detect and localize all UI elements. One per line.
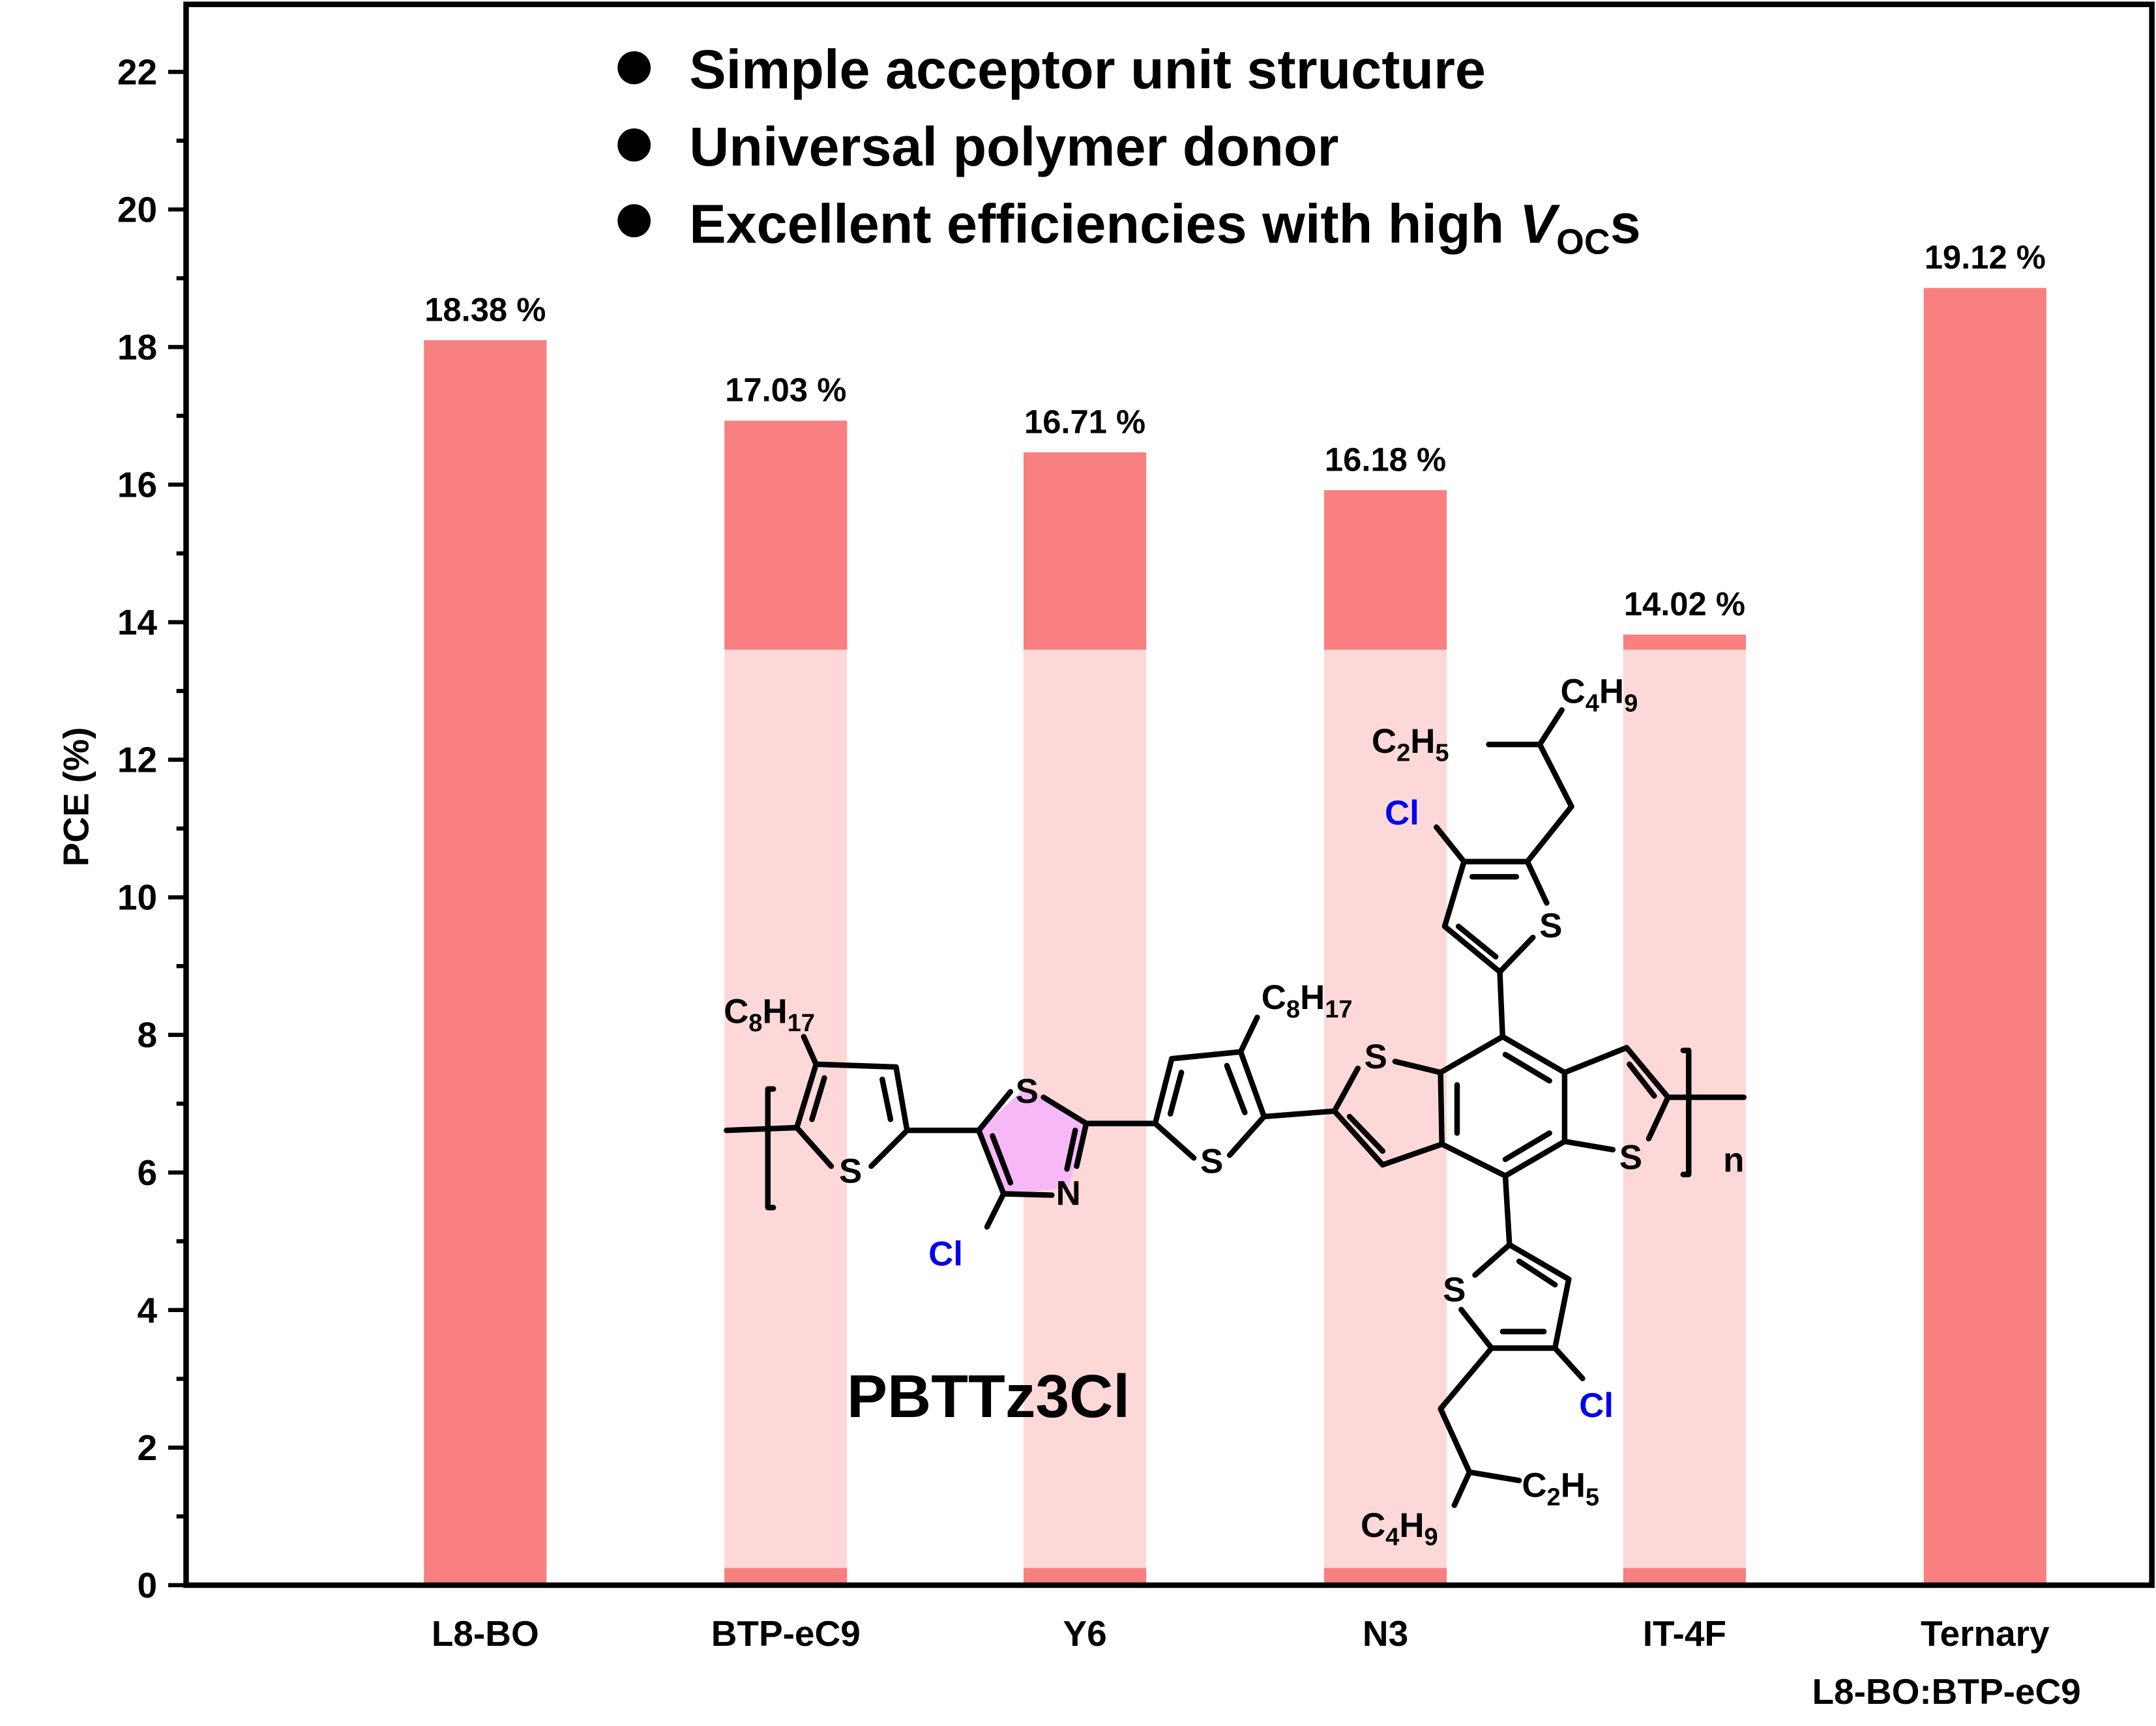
bar-light-segment xyxy=(724,649,848,1585)
molecule-name: PBTTz3Cl xyxy=(847,1362,1130,1430)
data-label: 17.03 % xyxy=(725,372,846,409)
bar-N3 xyxy=(1323,490,1447,650)
atom-s: S xyxy=(1200,1143,1223,1181)
atom-s: S xyxy=(839,1152,862,1191)
y-tick-label: 18 xyxy=(117,327,157,367)
bar-light-segment xyxy=(1323,649,1447,1585)
y-tick-label: 0 xyxy=(137,1565,157,1605)
y-tick-label: 16 xyxy=(117,465,157,505)
x-tick-label: N3 xyxy=(1363,1613,1408,1654)
substituent-c4h9: C4H9 xyxy=(1561,673,1638,718)
bar-light-segment xyxy=(1623,649,1746,1585)
bullet-text: Simple acceptor unit structure xyxy=(689,38,1486,100)
bar-base-segment xyxy=(1623,1568,1746,1585)
atom-cl: Cl xyxy=(1385,794,1419,832)
atom-s: S xyxy=(1365,1038,1387,1076)
x-axis: L8-BO BTP-eC9 Y6 N3 IT-4F TernaryL8-BO:BTP-eC… xyxy=(432,1613,2081,1712)
x-tick-label: Y6 xyxy=(1063,1613,1106,1654)
y-tick-label: 22 xyxy=(117,51,157,92)
plot-frame xyxy=(183,1,2155,1588)
bullet-icon xyxy=(617,204,651,238)
x-tick-label: Ternary xyxy=(1921,1613,2050,1654)
bar-IT-4F xyxy=(1623,634,1746,650)
data-label: 19.12 % xyxy=(1925,239,2046,276)
atom-cl: Cl xyxy=(1579,1386,1614,1425)
y-axis-label: PCE (%) xyxy=(55,727,96,867)
substituent-c8h17: C8H17 xyxy=(724,992,815,1037)
y-tick-label: 6 xyxy=(137,1152,157,1193)
bullet-icon xyxy=(617,51,651,85)
y-tick-label: 14 xyxy=(117,602,158,643)
bar-Y6 xyxy=(1023,452,1147,650)
bar-base-segment xyxy=(724,1568,848,1585)
bar-base-segment xyxy=(1023,1568,1147,1585)
x-tick-label: BTP-eC9 xyxy=(711,1613,861,1654)
repeat-unit-n: n xyxy=(1723,1141,1744,1180)
y-tick-label: 4 xyxy=(137,1290,157,1330)
substituent-c4h9: C4H9 xyxy=(1361,1506,1438,1551)
atom-n: N xyxy=(1056,1174,1081,1212)
y-tick-label: 12 xyxy=(117,740,157,780)
bullet-text: Universal polymer donor xyxy=(689,115,1338,177)
atom-s: S xyxy=(1443,1270,1466,1309)
atom-s: S xyxy=(1619,1138,1642,1177)
bullet-icon xyxy=(617,128,651,162)
substituent-c8h17: C8H17 xyxy=(1262,978,1353,1023)
molecule-pbttz3cl: S S N S S S S S Cl Cl Cl n C8H17 C8H17 C… xyxy=(724,673,1747,1551)
data-label: 18.38 % xyxy=(424,291,546,328)
substituent-c2h5: C2H5 xyxy=(1522,1467,1599,1512)
y-axis: 0 2 4 6 8 10 12 14 16 18 20 22 xyxy=(117,51,186,1605)
atom-s: S xyxy=(1539,907,1562,945)
bullet-text: Excellent efficiencies with high VOCs xyxy=(689,192,1640,261)
bar-base-segment xyxy=(1323,1568,1447,1585)
data-label: 14.02 % xyxy=(1624,585,1745,622)
x-tick-sublabel: L8-BO:BTP-eC9 xyxy=(1812,1671,2080,1712)
y-tick-label: 20 xyxy=(117,189,157,229)
bar-L8-BO xyxy=(424,340,547,1585)
y-tick-label: 2 xyxy=(137,1427,157,1468)
y-tick-label: 10 xyxy=(117,877,157,918)
data-label: 16.18 % xyxy=(1325,441,1446,478)
substituent-c2h5: C2H5 xyxy=(1372,722,1449,767)
bars-layer: 18.38 % 17.03 % 16.71 % 16.18 % 14.02 % 19.12… xyxy=(424,239,2046,1585)
annotation-bullets: Simple acceptor unit structure Universal… xyxy=(617,38,1641,261)
atom-cl: Cl xyxy=(928,1235,963,1273)
x-tick-label: IT-4F xyxy=(1643,1613,1726,1654)
bar-BTP-eC9 xyxy=(724,420,848,650)
y-tick-label: 8 xyxy=(137,1015,157,1055)
atom-s: S xyxy=(1016,1072,1039,1111)
bar-Ternary xyxy=(1923,287,2046,1585)
data-label: 16.71 % xyxy=(1024,403,1145,440)
x-tick-label: L8-BO xyxy=(432,1613,539,1654)
